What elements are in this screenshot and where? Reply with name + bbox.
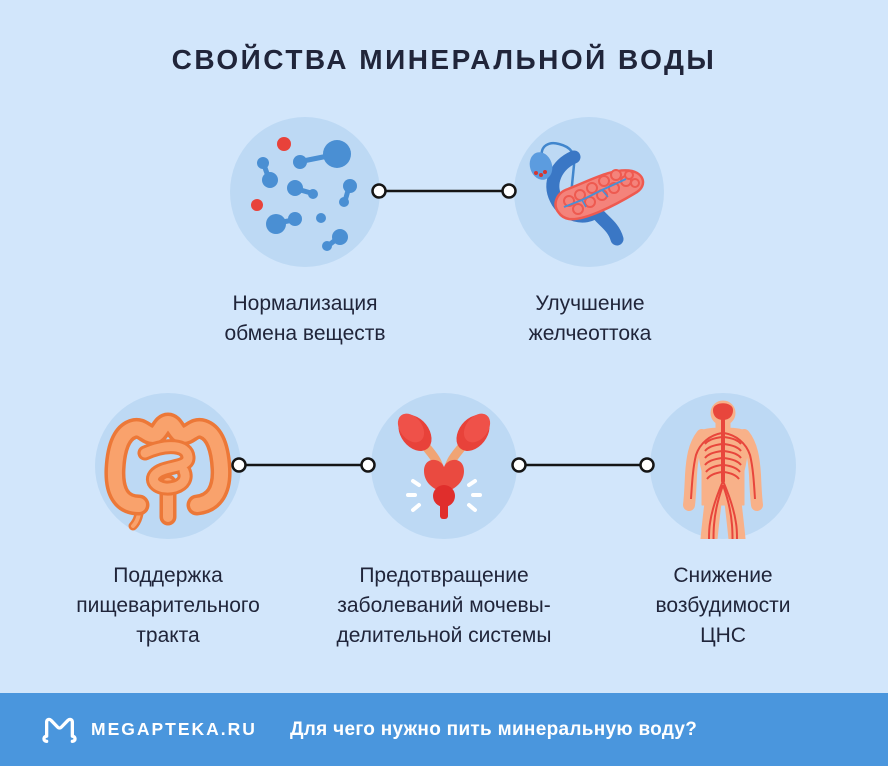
feature-label-line: делительной системы bbox=[336, 624, 552, 647]
connector-line-row2-left bbox=[231, 457, 376, 473]
nervous-system-icon bbox=[683, 400, 763, 539]
feature-label-line: Нормализация bbox=[232, 292, 378, 315]
feature-label-line: Предотвращение bbox=[359, 564, 529, 587]
footer-question: Для чего нужно пить минеральную воду? bbox=[289, 718, 698, 740]
feature-label-metabolism: Нормализация обмена веществ bbox=[165, 289, 445, 349]
feature-bubble-digestive-tract bbox=[95, 393, 241, 539]
feature-bubble-bile-flow bbox=[514, 117, 664, 267]
feature-label-urinary-system: Предотвращение заболеваний мочевы- делит… bbox=[314, 561, 574, 651]
feature-bubble-urinary-system bbox=[371, 393, 517, 539]
feature-bubble-cns bbox=[650, 393, 796, 539]
footer-brand: MEGAPTEKA.RU bbox=[91, 719, 257, 739]
feature-label-cns: Снижение возбудимости ЦНС bbox=[593, 561, 853, 651]
molecules-icon bbox=[251, 137, 357, 251]
feature-label-bile-flow: Улучшение желчеоттока bbox=[450, 289, 730, 349]
footer-bar: MEGAPTEKA.RU Для чего нужно пить минерал… bbox=[0, 693, 888, 766]
page-title: СВОЙСТВА МИНЕРАЛЬНОЙ ВОДЫ bbox=[171, 44, 717, 75]
connector-line-row2-right bbox=[511, 457, 655, 473]
feature-label-line: ЦНС bbox=[700, 624, 746, 647]
feature-label-line: Улучшение bbox=[535, 292, 645, 315]
feature-label-line: обмена веществ bbox=[224, 322, 386, 345]
pancreas-icon bbox=[529, 141, 645, 246]
feature-label-line: тракта bbox=[136, 624, 200, 647]
feature-label-line: пищеварительного bbox=[76, 594, 260, 617]
intestines-icon bbox=[104, 412, 232, 531]
feature-label-line: заболеваний мочевы- bbox=[337, 594, 551, 617]
feature-label-digestive-tract: Поддержка пищеварительного тракта bbox=[38, 561, 298, 651]
feature-bubble-metabolism bbox=[230, 117, 380, 267]
feature-label-line: желчеоттока bbox=[528, 322, 652, 345]
kidneys-bladder-icon bbox=[397, 413, 491, 519]
megapteka-logo-icon bbox=[42, 717, 77, 743]
connector-line-row1 bbox=[371, 183, 517, 199]
feature-label-line: Поддержка bbox=[113, 564, 223, 587]
feature-label-line: возбудимости bbox=[655, 594, 791, 617]
feature-label-line: Снижение bbox=[673, 564, 773, 587]
